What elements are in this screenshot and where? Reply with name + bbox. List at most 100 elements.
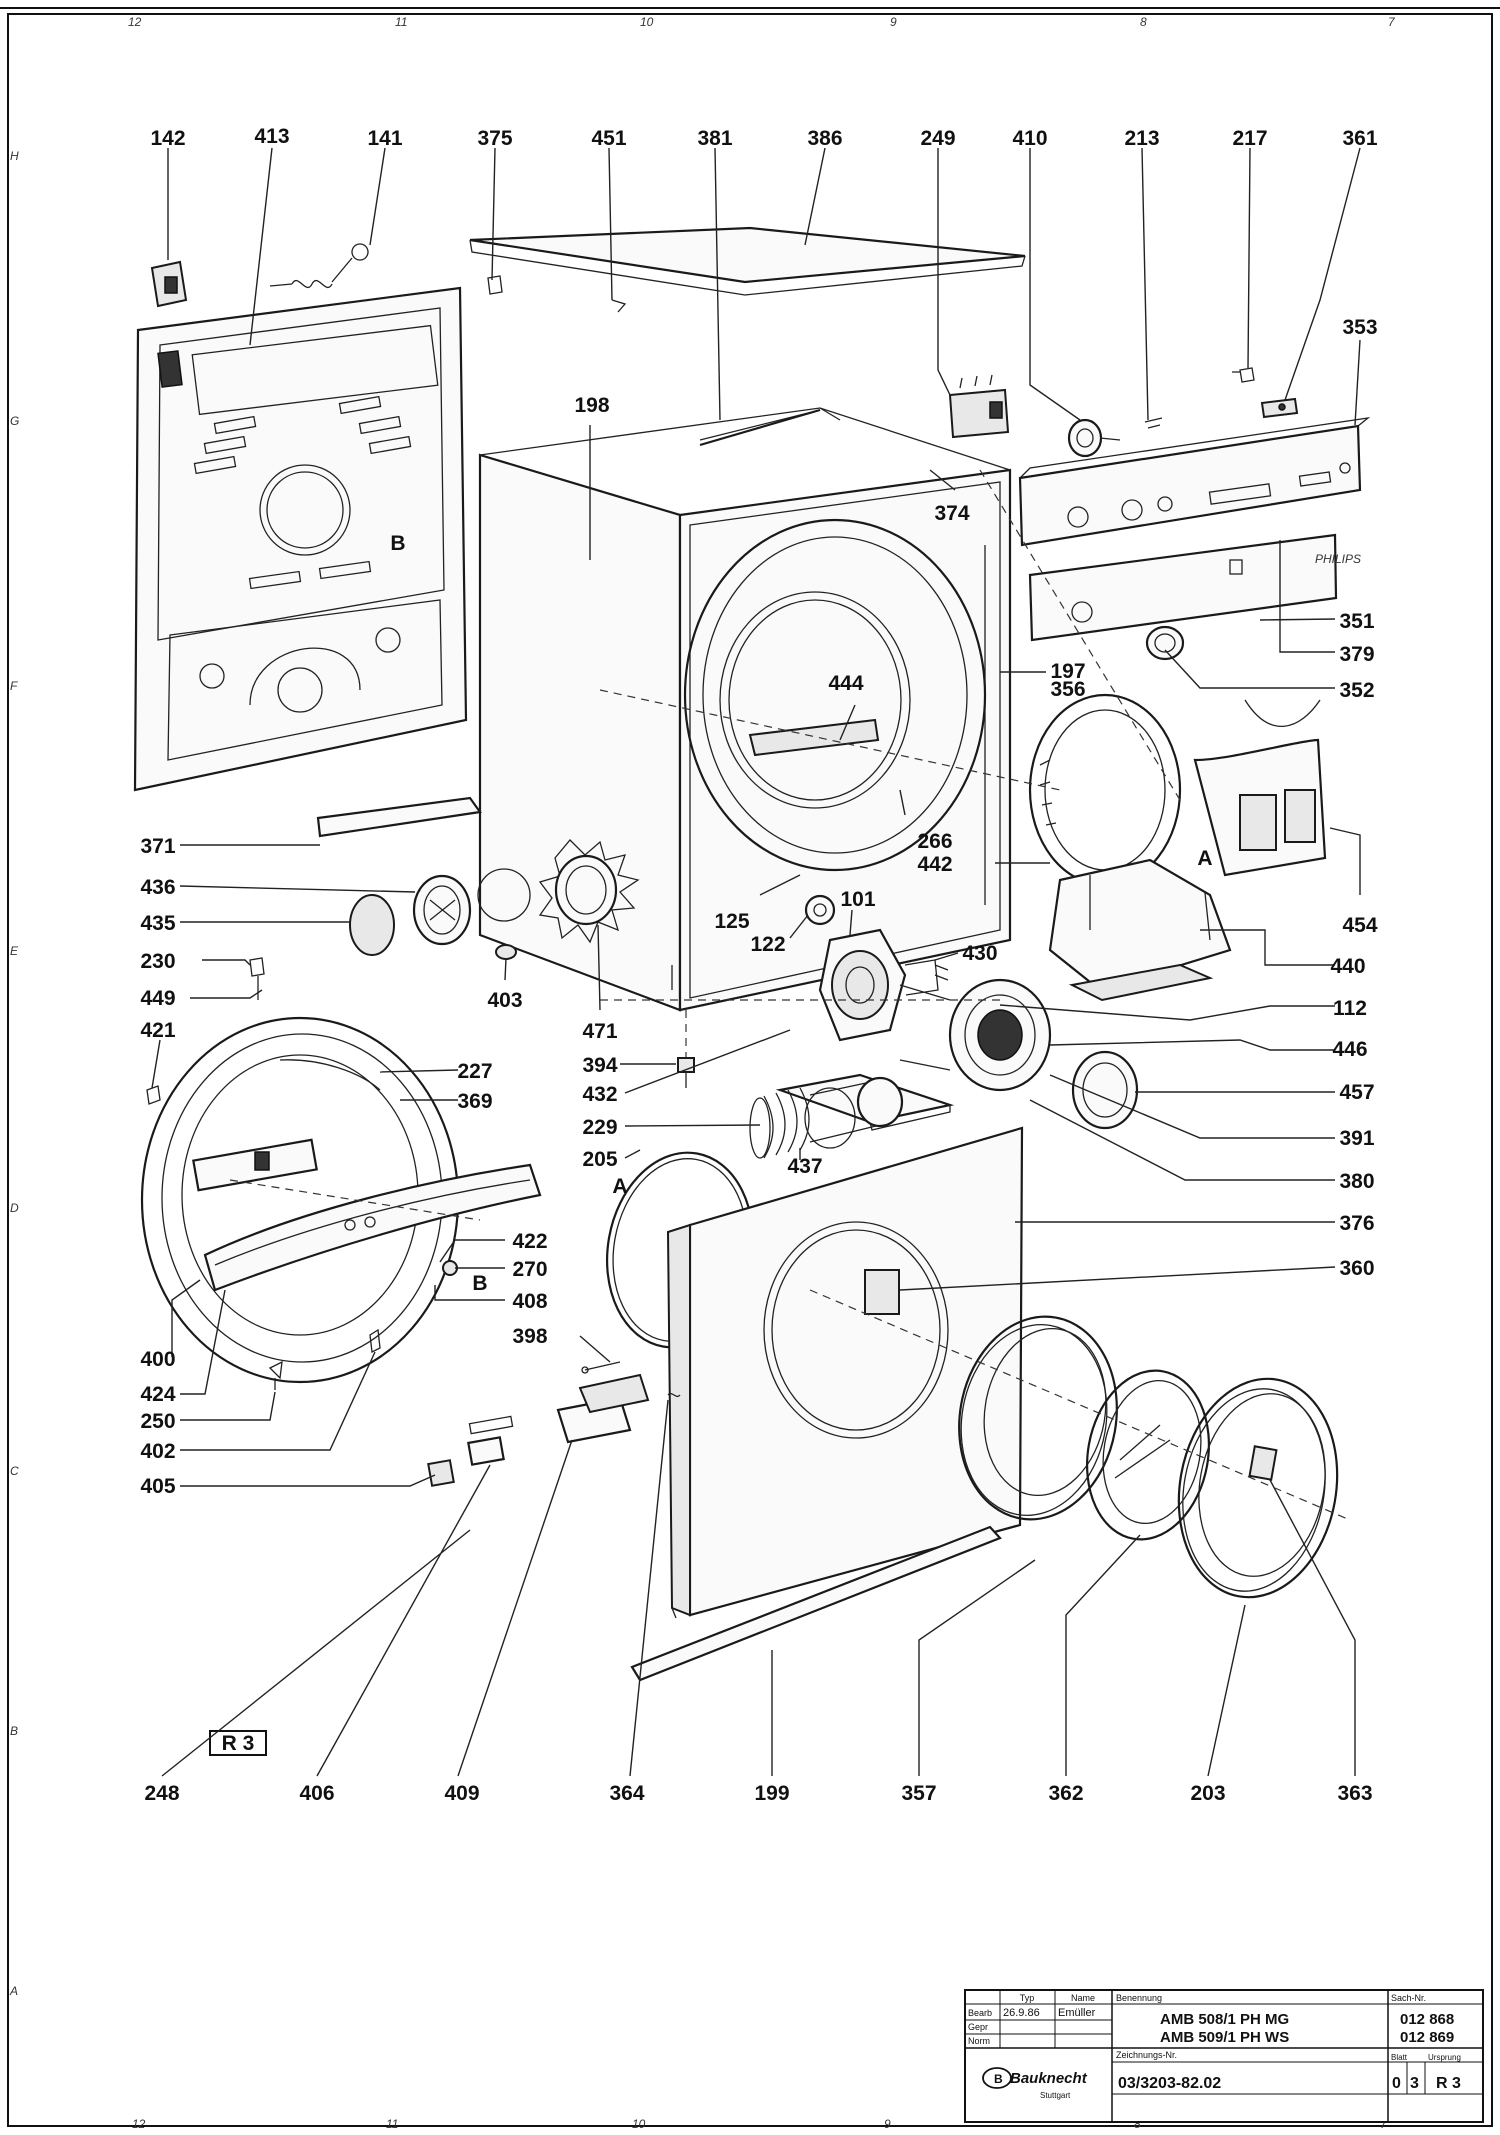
part-bottom-rail-199 xyxy=(630,1525,1002,1682)
part-label: 386 xyxy=(807,127,842,150)
sheet-border xyxy=(7,13,1493,2127)
part-label: 398 xyxy=(512,1325,547,1348)
frame-marker-left: D xyxy=(10,1201,19,1215)
brand-name: Bauknecht xyxy=(1010,2070,1088,2087)
part-label: 371 xyxy=(140,835,175,858)
part-label: 402 xyxy=(140,1440,175,1463)
leader-lines xyxy=(151,147,1361,1777)
title-block-sach-1: 012 868 xyxy=(1400,2011,1454,2028)
part-label: 197 xyxy=(1050,660,1085,683)
frame-markers-bottom: 12 11 10 9 8 7 xyxy=(132,2117,1388,2131)
part-hose-229 xyxy=(804,1076,904,1149)
part-label: 364 xyxy=(609,1782,644,1805)
title-block-zeichnung-label: Zeichnungs-Nr. xyxy=(1116,2050,1177,2060)
part-hinge-230 xyxy=(249,957,265,1000)
part-knob-352 xyxy=(1145,625,1185,661)
part-label: 249 xyxy=(920,127,955,150)
part-label: 442 xyxy=(917,853,952,876)
part-hinge-bar-424 xyxy=(203,1163,542,1292)
part-clip-217 xyxy=(1232,367,1255,383)
title-block-blatt-3: 3 xyxy=(1410,2075,1419,2092)
part-switch-142 xyxy=(150,260,188,308)
frame-marker-bottom: 9 xyxy=(884,2117,891,2131)
part-label: 213 xyxy=(1124,127,1159,150)
title-block-sach-2: 012 869 xyxy=(1400,2029,1454,2046)
part-label: 101 xyxy=(840,888,875,911)
frame-marker-top: 11 xyxy=(395,15,407,29)
part-spring-141 xyxy=(269,243,369,289)
part-rear-panel-413 xyxy=(133,286,468,792)
part-label: 374 xyxy=(934,502,969,525)
part-label: 403 xyxy=(487,989,522,1012)
part-label: 217 xyxy=(1232,127,1267,150)
title-block-model-2: AMB 509/1 PH WS xyxy=(1160,2029,1289,2046)
part-label: 266 xyxy=(917,830,952,853)
part-label: 380 xyxy=(1339,1170,1374,1193)
part-control-panel-353 xyxy=(1018,417,1371,642)
part-bolt-398 xyxy=(581,1361,621,1374)
sheet-ref: R 3 xyxy=(222,1732,255,1755)
part-knob-410 xyxy=(1067,418,1121,458)
part-label: 198 xyxy=(574,394,609,417)
part-label: 406 xyxy=(299,1782,334,1805)
part-label: 112 xyxy=(1333,997,1367,1020)
frame-marker-top: 9 xyxy=(890,15,897,29)
part-label: 379 xyxy=(1339,643,1374,666)
brand-city: Stuttgart xyxy=(1040,2091,1071,2100)
title-block: Typ Name Bearb Gepr Norm 26.9.86 Emüller… xyxy=(964,1989,1484,2123)
part-label: 394 xyxy=(582,1054,617,1077)
part-label: 375 xyxy=(477,127,512,150)
part-label: 369 xyxy=(457,1090,492,1113)
part-label: 400 xyxy=(140,1348,175,1371)
part-washer-270 xyxy=(442,1260,458,1276)
part-label: 363 xyxy=(1337,1782,1372,1805)
part-ring-457 xyxy=(1071,1050,1139,1130)
frame-marker-left: F xyxy=(10,679,18,693)
part-label: 413 xyxy=(254,125,289,148)
part-label: 141 xyxy=(367,127,402,150)
frame-marker-bottom: 11 xyxy=(386,2117,398,2131)
part-label: 230 xyxy=(140,950,175,973)
part-label: 440 xyxy=(1330,955,1365,978)
frame-marker-left: C xyxy=(10,1464,19,1478)
part-label: 248 xyxy=(144,1782,179,1805)
sheet-ref-box: R 3 xyxy=(209,1730,267,1756)
part-label: 405 xyxy=(140,1475,175,1498)
part-label: 122 xyxy=(750,933,785,956)
part-label: 205 xyxy=(582,1148,617,1171)
frame-marker-bottom: 7 xyxy=(1380,2117,1388,2131)
part-label: 449 xyxy=(140,987,175,1010)
part-screw-213 xyxy=(1144,417,1163,429)
part-filter-454 xyxy=(1193,699,1327,877)
title-block-blatt-label: Blatt xyxy=(1391,2053,1408,2062)
part-label: 436 xyxy=(140,876,175,899)
part-latch-421 xyxy=(146,1085,161,1105)
part-label: 410 xyxy=(1012,127,1047,150)
part-label: 361 xyxy=(1342,127,1377,150)
frame-marker-bottom: 8 xyxy=(1134,2117,1141,2131)
part-motor-101 xyxy=(775,928,955,1131)
frame-marker-left: B xyxy=(10,1724,18,1738)
part-label: 376 xyxy=(1339,1212,1374,1235)
part-label: 454 xyxy=(1342,914,1377,937)
part-door-ring-203 xyxy=(1177,1377,1339,1599)
part-door-frame-357 xyxy=(958,1315,1118,1521)
frame-marker-top: 8 xyxy=(1140,15,1147,29)
bauknecht-logo: B Bauknecht Stuttgart xyxy=(982,2067,1088,2100)
frame-marker-left: G xyxy=(10,414,19,428)
part-bracket-361 xyxy=(1260,397,1299,419)
title-block-row-norm: Norm xyxy=(968,2036,990,2046)
part-label: 409 xyxy=(444,1782,479,1805)
part-module-249 xyxy=(948,374,1010,439)
reference-marker: B xyxy=(390,532,405,555)
part-door-glass-362 xyxy=(1085,1369,1211,1541)
part-pin-250 xyxy=(268,1360,283,1390)
part-front-panel-376 xyxy=(666,1126,1024,1619)
part-lock-409 xyxy=(556,1373,650,1444)
part-bellows-437 xyxy=(749,1087,810,1159)
part-label: 391 xyxy=(1339,1127,1374,1150)
part-label: 430 xyxy=(962,942,997,965)
reference-marker: A xyxy=(1197,847,1212,870)
part-pulley-122 xyxy=(804,894,836,926)
